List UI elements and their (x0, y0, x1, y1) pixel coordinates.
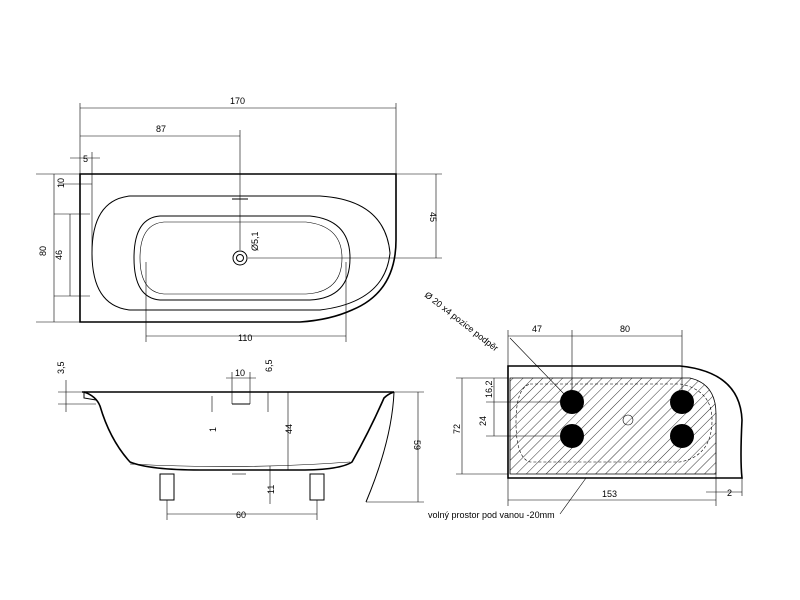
support-positions-label: Ø 20 x4 pozice podpěr (423, 290, 501, 354)
top-view-outline (79, 173, 397, 323)
side-view-foot-left (159, 473, 175, 501)
dim-support-spacing-y: 24 (478, 416, 488, 426)
dim-top-offset: 16,2 (484, 380, 494, 398)
top-view-inner-basin (133, 215, 351, 301)
dim-inner-depth: 44 (284, 424, 294, 434)
dim-overflow-small: 1 (208, 427, 218, 432)
support-view-outline (507, 365, 743, 479)
support-label-leader (509, 337, 567, 397)
support-view: Ø 20 x4 pozice podpěr 47 80 72 16,2 24 1… (423, 290, 743, 520)
support-view-drain (622, 414, 634, 426)
drain-diameter-label: Ø5,1 (250, 231, 260, 251)
top-view-inner-rim (139, 221, 343, 295)
side-view: 3,5 10 6,5 1 44 59 11 60 (56, 359, 424, 520)
dim-offset-to-drain: 87 (156, 124, 166, 134)
dim-inner-half-width: 46 (54, 250, 64, 260)
dim-total-height: 59 (412, 440, 422, 450)
dim-feet-spacing: 60 (236, 510, 246, 520)
top-view-outer-basin (91, 195, 391, 311)
support-foot-3 (670, 390, 694, 414)
side-view-body (83, 391, 395, 471)
support-foot-2 (560, 424, 584, 448)
top-view-drain (232, 250, 248, 266)
dim-top-rim: 10 (56, 178, 66, 188)
side-view-floor (129, 461, 351, 467)
dim-overall-width: 80 (38, 246, 48, 256)
dim-overflow-spacing: 10 (235, 368, 245, 378)
dim-overall-length: 170 (230, 96, 245, 106)
dim-support-spacing-x: 80 (620, 324, 630, 334)
dim-feet-height: 11 (266, 485, 276, 494)
dim-rim-offset: 5 (83, 154, 88, 164)
dim-free-length: 153 (602, 489, 617, 499)
dim-rim-height: 3,5 (56, 361, 66, 374)
side-view-apron (365, 391, 395, 503)
side-view-left-flange (83, 392, 97, 401)
free-space-note: volný prostor pod vanou -20mm (428, 510, 555, 520)
dim-bottom-length: 110 (238, 333, 252, 343)
support-view-basin (515, 383, 713, 463)
free-space-leader (559, 477, 587, 515)
side-view-foot-right (309, 473, 325, 501)
support-foot-4 (670, 424, 694, 448)
dim-side-to-drain: 45 (428, 212, 438, 222)
dim-free-height: 72 (452, 424, 462, 434)
dim-left-offset: 47 (532, 324, 542, 334)
dim-overflow-height: 6,5 (264, 359, 274, 372)
dim-edge-gap: 2 (727, 488, 732, 498)
top-view-drain-inner (236, 254, 244, 262)
top-view: Ø5,1 170 87 5 80 10 46 45 (36, 96, 442, 343)
